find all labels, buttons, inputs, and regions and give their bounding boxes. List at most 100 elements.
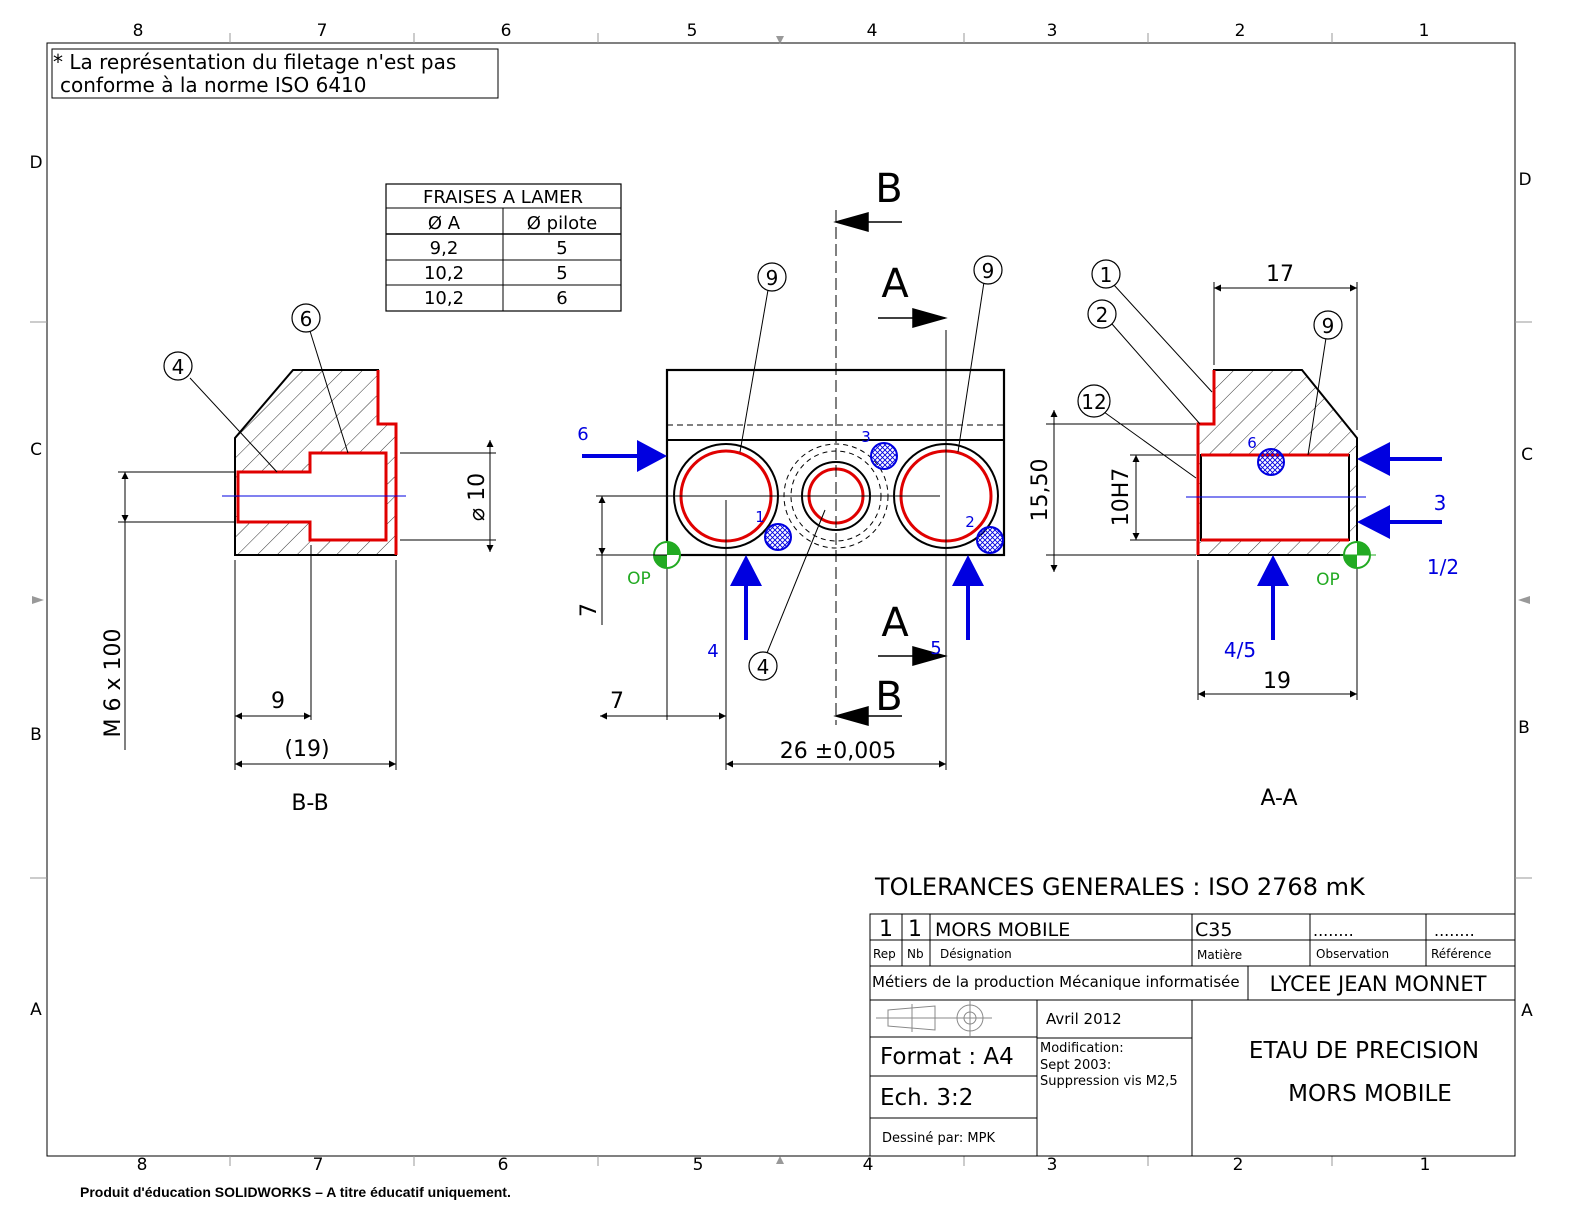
- col-label-bottom: 6: [498, 1155, 509, 1175]
- table-cell: 5: [556, 263, 567, 284]
- table-cell: 6: [556, 288, 567, 309]
- support-label-1-2: 1/2: [1427, 555, 1459, 579]
- section-view-bb: ⌀ 10 M 6 x 100 9 (19) B-B 4 6: [101, 303, 496, 816]
- observation-value: ........: [1313, 921, 1354, 940]
- table-cell: 10,2: [424, 288, 464, 309]
- table-cell: 5: [556, 238, 567, 259]
- title-block: TOLERANCES GENERALES : ISO 2768 mK: [869, 873, 1516, 1157]
- nb-value: 1: [908, 917, 922, 942]
- col-label-top: 6: [501, 21, 512, 41]
- projection-symbol-icon: [876, 1000, 992, 1036]
- table-title: FRAISES A LAMER: [423, 187, 583, 208]
- origin-label-op: OP: [627, 569, 651, 589]
- support-label-4: 4: [707, 641, 718, 662]
- col-label-bottom: 7: [313, 1155, 324, 1175]
- drawing-title-2: MORS MOBILE: [1288, 1081, 1452, 1107]
- cut-label-b-bottom: B: [875, 674, 902, 720]
- support-label-5: 5: [930, 638, 941, 659]
- col-label-top: 1: [1419, 21, 1430, 41]
- balloon-2: 2: [1096, 303, 1109, 327]
- col-label-top: 7: [317, 21, 328, 41]
- support-label-6: 6: [577, 424, 588, 445]
- point-label-1: 1: [755, 508, 765, 526]
- note-line-2: conforme à la norme ISO 6410: [60, 73, 367, 97]
- front-view: B A A B 9 9 4 6 4 5 1 2 3: [577, 166, 1006, 770]
- row-label-right: D: [1518, 170, 1531, 190]
- dim-diameter-10: ⌀ 10: [465, 473, 490, 521]
- general-tolerances: TOLERANCES GENERALES : ISO 2768 mK: [874, 873, 1366, 901]
- edu-watermark: Produit d'éducation SOLIDWORKS – A titre…: [80, 1184, 511, 1200]
- section-name: Métiers de la production Mécanique infor…: [872, 973, 1240, 991]
- modification-2: Sept 2003:: [1040, 1058, 1111, 1073]
- balloon-9-aa: 9: [1322, 314, 1335, 338]
- col-label-bottom: 4: [863, 1155, 874, 1175]
- row-label-left: C: [30, 440, 42, 460]
- date: Avril 2012: [1046, 1010, 1122, 1028]
- cut-label-a-top: A: [881, 261, 909, 307]
- sheet-border: 8 7 6 5 4 3 2 1 8 7 6 5 4 3 2 1 D C B A …: [29, 21, 1533, 1175]
- balloon-12: 12: [1081, 390, 1106, 414]
- format: Format : A4: [880, 1044, 1014, 1070]
- point-label-6: 6: [1247, 434, 1257, 452]
- col-label-bottom: 2: [1233, 1155, 1244, 1175]
- row-label-left: A: [30, 1000, 42, 1020]
- col-label-bottom: 8: [137, 1155, 148, 1175]
- school-name: LYCEE JEAN MONNET: [1270, 972, 1487, 996]
- col-label-bottom: 1: [1420, 1155, 1431, 1175]
- rep-value: 1: [879, 917, 893, 942]
- col-label-top: 3: [1047, 21, 1058, 41]
- balloon-6: 6: [300, 307, 313, 331]
- dim-26: 26 ±0,005: [780, 739, 896, 764]
- table-cell: 9,2: [430, 238, 459, 259]
- col-label-top: 2: [1235, 21, 1246, 41]
- col-label-top: 8: [133, 21, 144, 41]
- origin-label-op-aa: OP: [1316, 570, 1340, 590]
- modification-3: Suppression vis M2,5: [1040, 1074, 1178, 1089]
- balloon-1: 1: [1100, 263, 1113, 287]
- scale: Ech. 3:2: [880, 1085, 973, 1111]
- header-observation: Observation: [1316, 947, 1389, 961]
- col-label-top: 4: [867, 21, 878, 41]
- row-label-right: B: [1518, 718, 1530, 738]
- matiere-value: C35: [1195, 919, 1232, 941]
- header-matiere: Matière: [1197, 948, 1242, 962]
- balloon-4-front: 4: [757, 655, 770, 679]
- support-label-3: 3: [1434, 491, 1447, 515]
- table-header: Ø A: [428, 213, 461, 234]
- cut-label-a-bottom: A: [881, 600, 909, 646]
- dim-15-50: 15,50: [1028, 459, 1053, 522]
- row-label-left: D: [29, 153, 42, 173]
- dim-19-aa: 19: [1263, 669, 1291, 694]
- header-reference: Référence: [1431, 947, 1491, 961]
- cut-label-b-top: B: [875, 166, 902, 212]
- support-label-4-5: 4/5: [1224, 638, 1256, 662]
- drawing-title-1: ETAU DE PRECISION: [1249, 1038, 1479, 1064]
- table-cell: 10,2: [424, 263, 464, 284]
- reference-value: ........: [1434, 921, 1475, 940]
- view-label-aa: A-A: [1260, 786, 1297, 811]
- row-label-right: C: [1521, 445, 1533, 465]
- drawn-by: Dessiné par: MPK: [882, 1131, 995, 1146]
- point-label-2: 2: [965, 513, 975, 531]
- header-designation: Désignation: [940, 947, 1012, 961]
- col-label-bottom: 5: [693, 1155, 704, 1175]
- dim-17: 17: [1266, 262, 1294, 287]
- balloon-4: 4: [172, 355, 185, 379]
- modification-1: Modification:: [1040, 1041, 1124, 1056]
- dim-7-vertical: 7: [577, 603, 602, 617]
- note-line-1: * La représentation du filetage n'est pa…: [53, 50, 456, 74]
- row-label-left: B: [30, 725, 42, 745]
- header-nb: Nb: [907, 947, 924, 961]
- row-label-right: A: [1521, 1001, 1533, 1021]
- table-header: Ø pilote: [527, 213, 597, 234]
- dim-9: 9: [271, 689, 285, 714]
- header-rep: Rep: [873, 947, 896, 961]
- fraises-table: FRAISES A LAMER Ø A Ø pilote 9,2 5 10,2 …: [385, 183, 622, 312]
- balloon-9-right: 9: [982, 259, 995, 283]
- section-view-aa: 17 19 15,50 10H7 A-A 1 2 9 12 3 1/2 4/: [1028, 259, 1459, 811]
- col-label-bottom: 3: [1047, 1155, 1058, 1175]
- dim-19-ref: (19): [284, 737, 329, 762]
- thread-note: * La représentation du filetage n'est pa…: [51, 48, 499, 99]
- view-label-bb: B-B: [291, 791, 328, 816]
